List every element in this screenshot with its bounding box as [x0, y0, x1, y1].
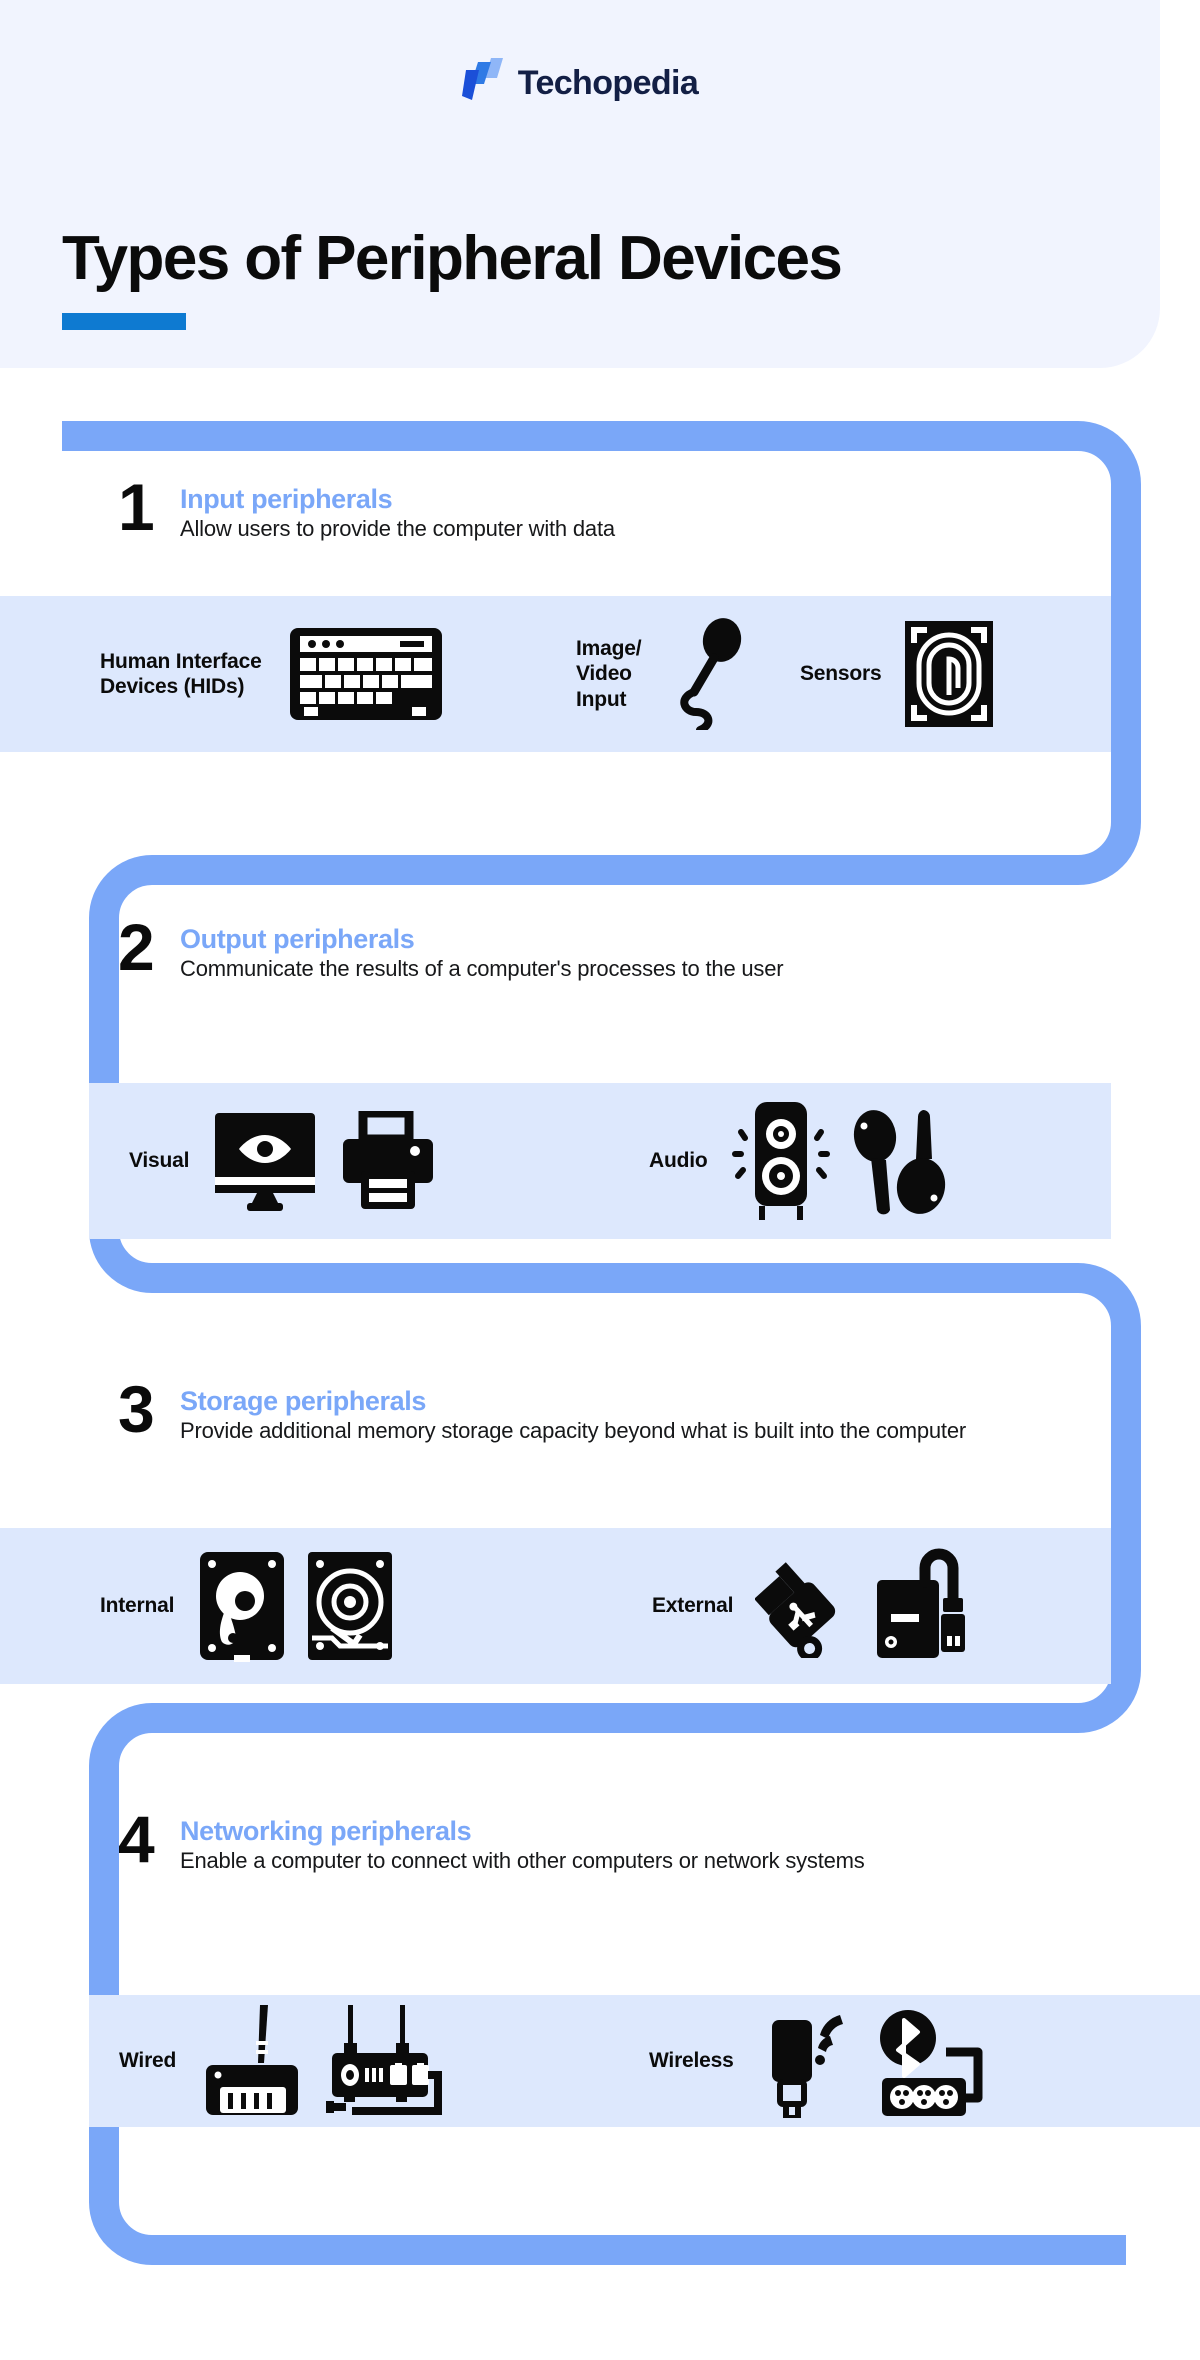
earbuds-icon: [854, 1110, 946, 1215]
bluetooth-adapter-icon: [879, 2010, 983, 2116]
title-accent-bar: [62, 313, 186, 330]
device-group-label: Internal: [100, 1594, 175, 1618]
section-heading: 3 Storage peripherals Provide additional…: [118, 1372, 1058, 1446]
microphone-icon: [680, 618, 742, 730]
device-icons: [196, 1550, 396, 1662]
device-icons: [755, 1548, 977, 1664]
device-group-internal: Internal: [100, 1550, 396, 1662]
section-number: 4: [118, 1802, 155, 1876]
section-heading: 1 Input peripherals Allow users to provi…: [118, 470, 1038, 544]
hard-disk-drive-icon: [200, 1552, 285, 1662]
brand-lockup: Techopedia: [0, 56, 1160, 109]
device-icons: [198, 2003, 444, 2119]
section-description: Communicate the results of a computer's …: [180, 956, 784, 982]
printer-icon: [343, 1111, 434, 1209]
device-group-label: Sensors: [800, 662, 882, 686]
brand-name: Techopedia: [517, 63, 699, 102]
section-title: Input peripherals: [180, 484, 393, 514]
device-icons: [288, 626, 444, 722]
modem-icon: [326, 2005, 443, 2115]
monitor-icon: [215, 1113, 316, 1211]
device-group-label: Human Interface Devices (HIDs): [100, 649, 262, 698]
device-group-wired: Wired: [119, 2003, 444, 2119]
wifi-adapter-icon: [771, 2015, 843, 2118]
keyboard-icon: [290, 628, 442, 720]
device-group-external: External: [652, 1548, 977, 1664]
device-band: Human Interface Devices (HIDs): [0, 596, 1111, 752]
usb-flash-drive-icon: [755, 1562, 836, 1658]
device-group-label: Visual: [129, 1149, 190, 1173]
section-heading: 2 Output peripherals Communicate the res…: [118, 910, 1078, 984]
router-icon: [206, 2005, 299, 2115]
techopedia-logo-icon: [461, 56, 504, 109]
device-group-label: External: [652, 1594, 734, 1618]
fingerprint-scanner-icon: [905, 621, 994, 727]
device-icons: [903, 619, 995, 729]
device-group-label: Wired: [119, 2049, 177, 2073]
device-group-audio: Audio: [649, 1100, 947, 1222]
device-group-label: Audio: [649, 1149, 708, 1173]
device-group-wireless: Wireless: [649, 2004, 990, 2118]
device-band: Internal: [0, 1528, 1111, 1684]
section-description: Provide additional memory storage capaci…: [180, 1418, 967, 1444]
device-group-image-video-input: Image/ Video Input: [576, 618, 752, 730]
section-description: Allow users to provide the computer with…: [180, 516, 615, 542]
device-group-label: Wireless: [649, 2049, 734, 2073]
page-header: Techopedia Types of Peripheral Devices: [0, 0, 1160, 368]
section-number: 2: [118, 910, 155, 984]
section-description: Enable a computer to connect with other …: [180, 1848, 865, 1874]
device-group-hid: Human Interface Devices (HIDs): [100, 626, 444, 722]
section-title: Networking peripherals: [180, 1816, 472, 1846]
section-title: Output peripherals: [180, 924, 415, 954]
device-band: Wired: [89, 1995, 1200, 2127]
device-group-label: Image/ Video Input: [576, 637, 642, 711]
section-title: Storage peripherals: [180, 1386, 426, 1416]
section-number: 3: [118, 1372, 155, 1446]
device-icons: [729, 1100, 947, 1222]
page-title: Types of Peripheral Devices: [62, 223, 843, 293]
disk-platter-icon: [308, 1552, 393, 1660]
section-number: 1: [118, 470, 155, 544]
device-icons: [666, 618, 752, 730]
device-group-visual: Visual: [129, 1111, 437, 1211]
device-band: Visual: [89, 1083, 1111, 1239]
device-icons: [756, 2004, 990, 2118]
external-hard-drive-icon: [877, 1548, 966, 1658]
device-icons: [211, 1111, 437, 1211]
speaker-icon: [732, 1102, 831, 1220]
section-heading: 4 Networking peripherals Enable a comput…: [118, 1802, 1098, 1876]
device-group-sensors: Sensors: [800, 619, 995, 729]
